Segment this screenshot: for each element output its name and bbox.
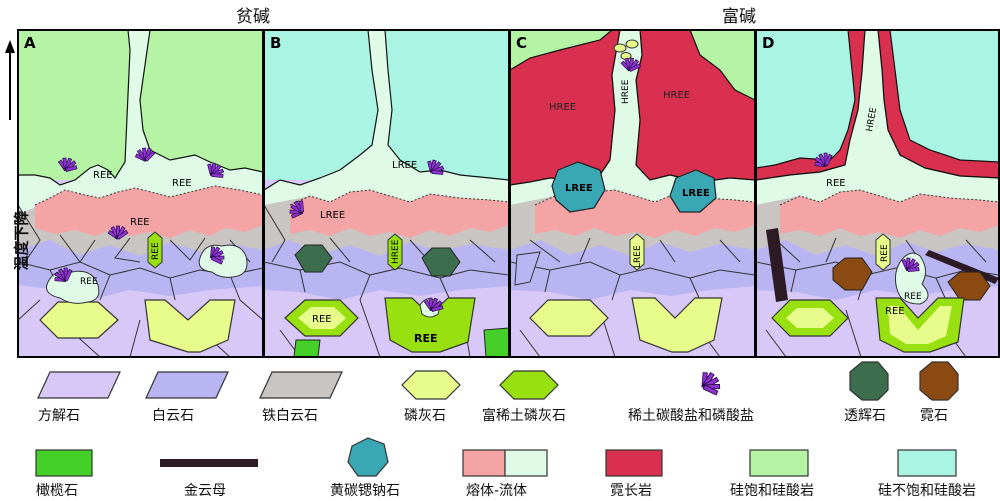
legend-swatch-ree-apatite xyxy=(499,370,559,400)
y-axis-label: 温度下降 xyxy=(12,210,31,271)
legend-label-calcite: 方解石 xyxy=(38,408,80,424)
legend-label-saturated: 硅饱和硅酸岩 xyxy=(730,483,814,499)
legend-swatch-ankerite xyxy=(259,371,343,399)
c-label-hree-2: HREE xyxy=(621,79,631,104)
legend-swatch-fluid xyxy=(504,449,548,477)
a-label-ree-4: REE xyxy=(80,277,98,287)
legend-swatch-apatite xyxy=(401,370,461,400)
legend-label-phlogopite: 金云母 xyxy=(184,483,226,499)
d-label-ree-1: REE xyxy=(826,178,846,189)
legend-label-diopside: 透辉石 xyxy=(844,408,886,424)
panel-letter-c: C xyxy=(516,34,527,52)
legend-label-ree-apatite: 富稀土磷灰石 xyxy=(482,408,566,424)
panel-a: REE REE REE REE REE xyxy=(18,30,263,357)
d-label-ree-4: REE xyxy=(885,306,905,317)
legend-swatch-phlogopite xyxy=(160,459,258,467)
legend-swatch-nepheline xyxy=(919,361,959,401)
legend-label-dolomite: 白云石 xyxy=(152,408,194,424)
legend-swatch-burbankite xyxy=(347,437,389,477)
legend-label-apatite: 磷灰石 xyxy=(404,408,446,424)
legend-swatch-melt xyxy=(462,449,506,477)
legend-label-ree-carbonate-phosphate: 稀土碳酸盐和磷酸盐 xyxy=(628,408,754,424)
panel-d: HREE REE REE REE REE xyxy=(756,30,999,357)
d-label-hree: HREE xyxy=(865,106,879,132)
legend-swatch-diopside xyxy=(849,361,889,401)
legend-label-nepheline: 霓石 xyxy=(920,408,948,424)
c-label-lree-2: LREE xyxy=(682,188,710,199)
d-label-ree-2: REE xyxy=(880,244,890,262)
legend-label-olivine: 橄榄石 xyxy=(36,483,78,499)
legend-swatch-syenite xyxy=(605,449,663,477)
legend-label-syenite: 霓长岩 xyxy=(610,483,652,499)
d-label-ree-3: REE xyxy=(904,292,922,302)
legend-label-undersaturated: 硅不饱和硅酸岩 xyxy=(878,483,976,499)
b-label-lree-1: LREE xyxy=(392,160,417,171)
c-label-lree-3: LREE xyxy=(633,245,643,268)
panel-b: LREE LREE HREE REE REE xyxy=(264,30,509,357)
legend-swatch-dolomite xyxy=(145,371,229,399)
legend-swatch-olivine xyxy=(35,449,93,477)
b-label-ree-2: REE xyxy=(414,332,438,345)
header-rich-alkali: 富碱 xyxy=(722,7,756,27)
legend-label-burbankite: 黄碳锶钠石 xyxy=(330,483,400,499)
a-label-ree-5: REE xyxy=(151,242,161,260)
c-label-lree-1: LREE xyxy=(565,183,593,194)
legend-swatch-saturated xyxy=(749,449,809,477)
legend-label-melt-fluid: 熔体-流体 xyxy=(466,483,528,499)
legend-swatch-undersaturated xyxy=(897,449,957,477)
b-label-hree: HREE xyxy=(391,239,401,264)
legend-swatch-ree-carbonate-phosphate xyxy=(695,367,725,400)
b-label-lree-2: LREE xyxy=(320,210,345,221)
c-label-hree-1: HREE xyxy=(549,102,576,113)
panel-letter-a: A xyxy=(24,34,36,52)
b-label-ree-1: REE xyxy=(312,314,332,325)
panel-c: HREE HREE HREE LREE LREE LREE xyxy=(510,30,755,357)
temperature-arrow xyxy=(5,40,15,120)
panel-letter-b: B xyxy=(270,34,281,52)
header-poor-alkali: 贫碱 xyxy=(236,7,270,27)
a-label-ree-3: REE xyxy=(130,217,150,228)
panel-borders xyxy=(17,29,1000,358)
a-label-ree-2: REE xyxy=(172,178,192,189)
c-label-hree-3: HREE xyxy=(663,90,690,101)
a-label-ree-1: REE xyxy=(93,170,113,181)
panel-letter-d: D xyxy=(762,34,774,52)
legend-swatch-calcite xyxy=(37,371,121,399)
legend-label-ankerite: 铁白云石 xyxy=(262,408,318,424)
